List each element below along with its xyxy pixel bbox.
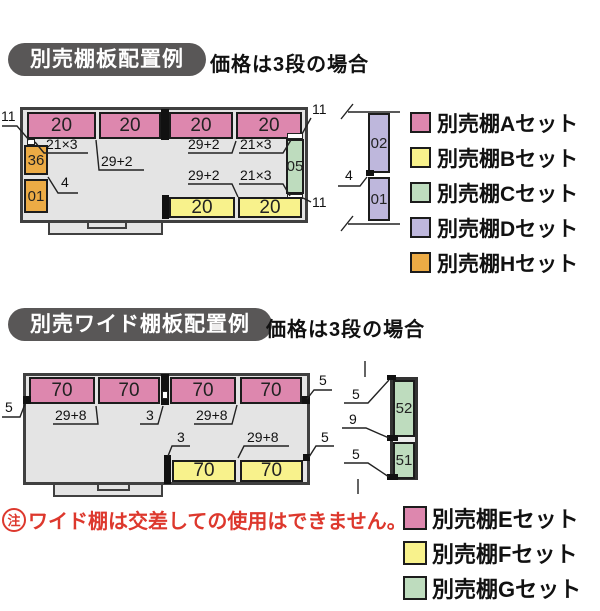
plan2-shelf-e3: 70 [170,377,236,404]
leader-5-top-right [306,389,332,400]
dim-29-8-top2: 29+8 [196,407,228,423]
dim-29-2-top-right: 29+2 [188,136,220,152]
plan2-corner-marker-bottom-right [303,454,310,461]
dim-5-top-right: 5 [319,372,327,388]
plan1-shelf-a3: 20 [169,112,233,139]
plan2-door-step-inner [97,483,130,491]
legend-swatch-b [410,147,431,168]
legend-item-c: 別売棚Cセット [410,182,578,206]
legend-label-f: 別売棚Fセット [432,542,578,567]
legend-label-c: 別売棚Cセット [437,182,579,206]
legend-item-b: 別売棚Bセット [410,147,578,171]
section2-title-badge: 別売ワイド棚板配置例 [8,308,272,341]
dim-4-side: 4 [345,167,353,183]
dim-21x3-mid-right: 21×3 [240,167,272,183]
section1-title-badge: 別売棚板配置例 [8,43,206,76]
note-circle-mark: 注 [2,507,26,532]
leader-5-side-top [344,379,390,404]
dim-5-side-bottom: 5 [352,446,360,462]
leader-5-side-bottom [344,462,390,478]
plan1-side-shelf-d01: 01 [368,177,390,221]
leader-9-side [342,427,390,439]
plan2-corner-marker-right [302,396,310,404]
dim-5-top-left: 5 [5,399,13,415]
plan1-shelf-c05: 05 [286,139,304,194]
plan2-shelf-f1: 70 [172,460,236,482]
legend-item-a: 別売棚Aセット [410,112,578,136]
legend-label-a: 別売棚Aセット [437,112,579,136]
plan1-gap-top-right [287,133,303,139]
dim-29-8-top1: 29+8 [55,407,87,423]
dim-11-top-right: 11 [312,101,327,117]
legend-swatch-e [403,506,427,530]
dim-21x3-top-left: 21×3 [46,136,78,152]
plan2-shelf-e1: 70 [29,377,95,404]
legend-label-h: 別売棚Hセット [437,252,579,276]
legend-label-d: 別売棚Dセット [437,217,579,241]
dim-11-top-left: 11 [1,108,16,124]
section1-price-note: 価格は3段の場合 [210,54,370,76]
legend-swatch-d [410,217,431,238]
plan1-side-shelf-d02: 02 [368,113,390,173]
dim-4-left: 4 [61,174,69,190]
plan2-shelf-f2: 70 [240,460,303,482]
plan2-side-shelf-g51: 51 [393,442,415,479]
plan2-wall-pillar-top [161,374,169,405]
side1-tick-top [340,103,354,120]
plan2-side-marker-bottom [387,474,398,480]
plan2-side-marker-mid [387,435,398,441]
plan1-shelf-h01: 01 [24,179,48,213]
dim-3-top: 3 [146,407,154,423]
plan1-shelf-b2: 20 [238,197,302,218]
dim-3-bottom: 3 [177,429,185,445]
plan1-shelf-b1: 20 [169,197,235,218]
legend-label-e: 別売棚Eセット [432,507,579,532]
legend-item-g: 別売棚Gセット [403,576,581,602]
wide-shelf-warning: 注 ワイド棚は交差しての使用はできません。 [2,505,407,534]
plan2-side-marker-top [387,375,396,380]
legend-label-g: 別売棚Gセット [432,577,582,602]
legend-swatch-a [410,112,431,133]
plan1-side-gap-marker [366,170,374,176]
dim-29-2-mid-right: 29+2 [188,167,220,183]
dim-5-bottom-right: 5 [321,429,329,445]
dim-29-8-bottom: 29+8 [247,429,279,445]
dim-9-side: 9 [349,411,357,427]
legend-shelf-sets-2: 別売棚Eセット 別売棚Fセット 別売棚Gセット [403,506,581,611]
plan1-shelf-h36: 36 [24,145,48,175]
plan1-shelf-a2: 20 [99,112,161,139]
plan1-shelf-a1: 20 [27,112,96,139]
legend-item-f: 別売棚Fセット [403,541,581,567]
legend-swatch-f [403,541,427,565]
plan2-side-shelf-g52: 52 [393,380,415,437]
plan1-wall-pillar-bottom [162,195,169,219]
legend-item-h: 別売棚Hセット [410,252,578,276]
plan2-corner-marker-left [23,396,31,404]
legend-shelf-sets-1: 別売棚Aセット 別売棚Bセット 別売棚Cセット 別売棚Dセット 別売棚Hセット [410,112,578,287]
leader-5-bottom-right [308,445,334,458]
legend-item-e: 別売棚Eセット [403,506,581,532]
warning-text: ワイド棚は交差しての使用はできません。 [28,511,407,533]
legend-item-d: 別売棚Dセット [410,217,578,241]
legend-swatch-c [410,182,431,203]
plan2-gap-top-middle [162,391,168,399]
dim-21x3-top-right: 21×3 [240,136,272,152]
section2-price-note: 価格は3段の場合 [266,319,426,341]
dim-5-side-top: 5 [352,386,360,402]
dim-11-bottom-right: 11 [312,194,327,210]
side1-tick-bottom [340,215,354,232]
legend-swatch-g [403,576,427,600]
dim-29-2-top-left: 29+2 [101,153,133,169]
legend-swatch-h [410,252,431,273]
plan2-shelf-e4: 70 [240,377,302,404]
legend-label-b: 別売棚Bセット [437,147,579,171]
plan1-door-step-inner [87,221,127,229]
plan2-wall-pillar-bottom [164,455,171,484]
plan1-wall-pillar-top [161,109,169,140]
plan2-shelf-e2: 70 [98,377,160,404]
